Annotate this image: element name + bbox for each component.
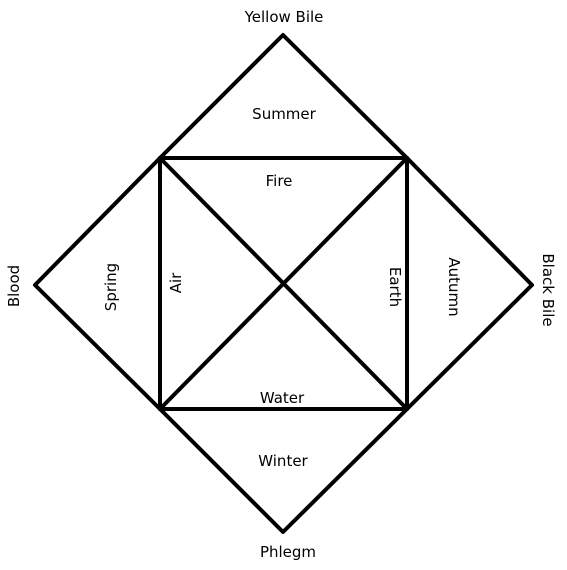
diagram-lines [33,33,534,534]
left-triangle [33,156,162,411]
right-triangle [405,156,534,411]
season-label-bottom: Winter [258,452,308,470]
element-label-bottom: Water [260,389,305,407]
season-label-left: Spring [102,263,120,311]
humour-label-top: Yellow Bile [244,8,324,26]
diagonal-line-b [158,156,409,411]
element-label-right: Earth [386,267,404,307]
element-label-left: Air [167,272,185,293]
humour-label-left: Blood [5,265,23,307]
bottom-triangle [158,407,409,534]
element-label-top: Fire [266,172,293,190]
season-label-top: Summer [252,105,316,123]
humour-label-bottom: Phlegm [260,543,316,561]
top-triangle [158,33,409,160]
humour-label-right: Black Bile [539,253,557,326]
season-label-right: Autumn [445,257,463,316]
